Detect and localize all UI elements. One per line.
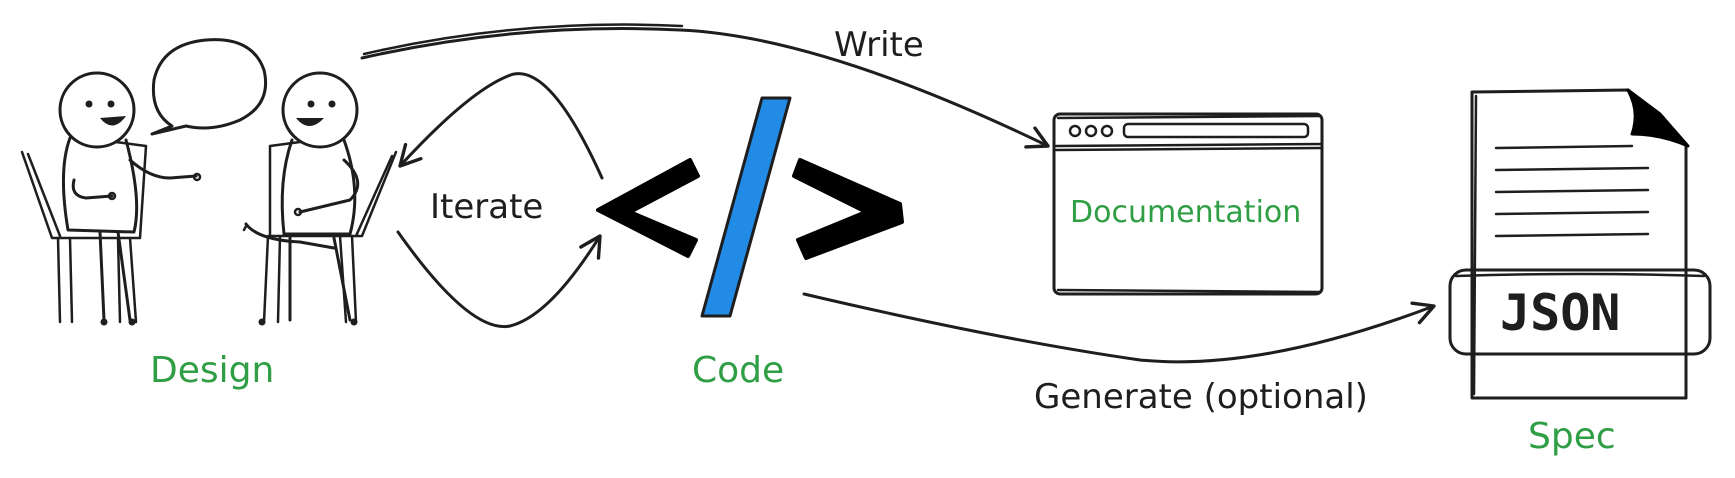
documentation-label: Documentation (1070, 195, 1301, 230)
json-badge-text: JSON (1500, 284, 1620, 342)
json-document-icon (1448, 88, 1712, 400)
browser-window-icon (1052, 112, 1324, 296)
generate-arrow (802, 292, 1436, 364)
code-brackets-icon (596, 96, 904, 318)
design-label: Design (150, 350, 274, 391)
generate-label: Generate (optional) (1034, 377, 1368, 417)
code-label: Code (692, 350, 784, 391)
iterate-label: Iterate (430, 187, 543, 227)
person-right (242, 71, 398, 326)
write-label: Write (834, 25, 924, 65)
person-left (20, 71, 202, 326)
spec-label: Spec (1528, 416, 1616, 457)
write-arrow (360, 27, 1050, 149)
speech-bubble-icon (150, 38, 268, 136)
iterate-loop-arrows (396, 72, 604, 329)
write-arrow-sketch-line (362, 23, 684, 56)
two-people-talking-icon (20, 38, 398, 326)
